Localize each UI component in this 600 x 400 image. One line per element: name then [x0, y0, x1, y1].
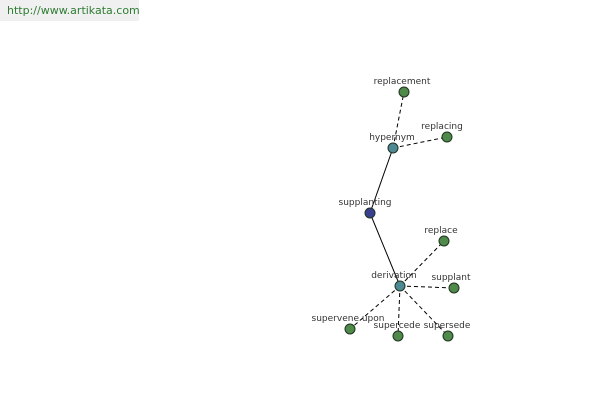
edge-derivation-supercede [397, 285, 401, 337]
edge-derivation-supersede [399, 285, 449, 337]
node-replacement[interactable] [398, 86, 410, 98]
edges-layer [349, 91, 455, 337]
node-supplanting[interactable] [364, 207, 376, 219]
node-label-supplanting[interactable]: supplanting [339, 198, 392, 208]
edge-supplanting-hypernym [369, 147, 394, 214]
node-label-replace[interactable]: replace [424, 226, 458, 236]
node-replacing[interactable] [441, 131, 453, 143]
node-supervene-upon[interactable] [344, 323, 356, 335]
edge-derivation-supplant [399, 285, 455, 289]
node-label-replacing[interactable]: replacing [421, 122, 463, 132]
node-label-supervene-upon[interactable]: supervene upon [312, 314, 385, 324]
node-replace[interactable] [438, 235, 450, 247]
node-label-supplant[interactable]: supplant [431, 273, 471, 283]
node-hypernym[interactable] [387, 142, 399, 154]
node-derivation[interactable] [394, 280, 406, 292]
site-url[interactable]: http://www.artikata.com [0, 0, 140, 21]
node-label-supersede[interactable]: supersede [424, 321, 471, 331]
node-label-derivation[interactable]: derivation [371, 271, 417, 281]
labels-layer: supplanting hypernym derivation replacement… [312, 77, 471, 331]
node-supplant[interactable] [448, 282, 460, 294]
edge-derivation-replace [399, 240, 445, 287]
node-label-hypernym[interactable]: hypernym [369, 133, 415, 143]
node-label-supercede[interactable]: supercede [374, 321, 421, 331]
edge-hypernym-replacement [392, 91, 405, 149]
node-supersede[interactable] [442, 330, 454, 342]
node-label-replacement[interactable]: replacement [374, 77, 431, 87]
edge-supplanting-derivation [369, 212, 401, 287]
edge-derivation-supervene-upon [349, 285, 401, 330]
node-supercede[interactable] [392, 330, 404, 342]
edge-hypernym-replacing [392, 136, 448, 149]
nodes-layer [344, 86, 460, 342]
